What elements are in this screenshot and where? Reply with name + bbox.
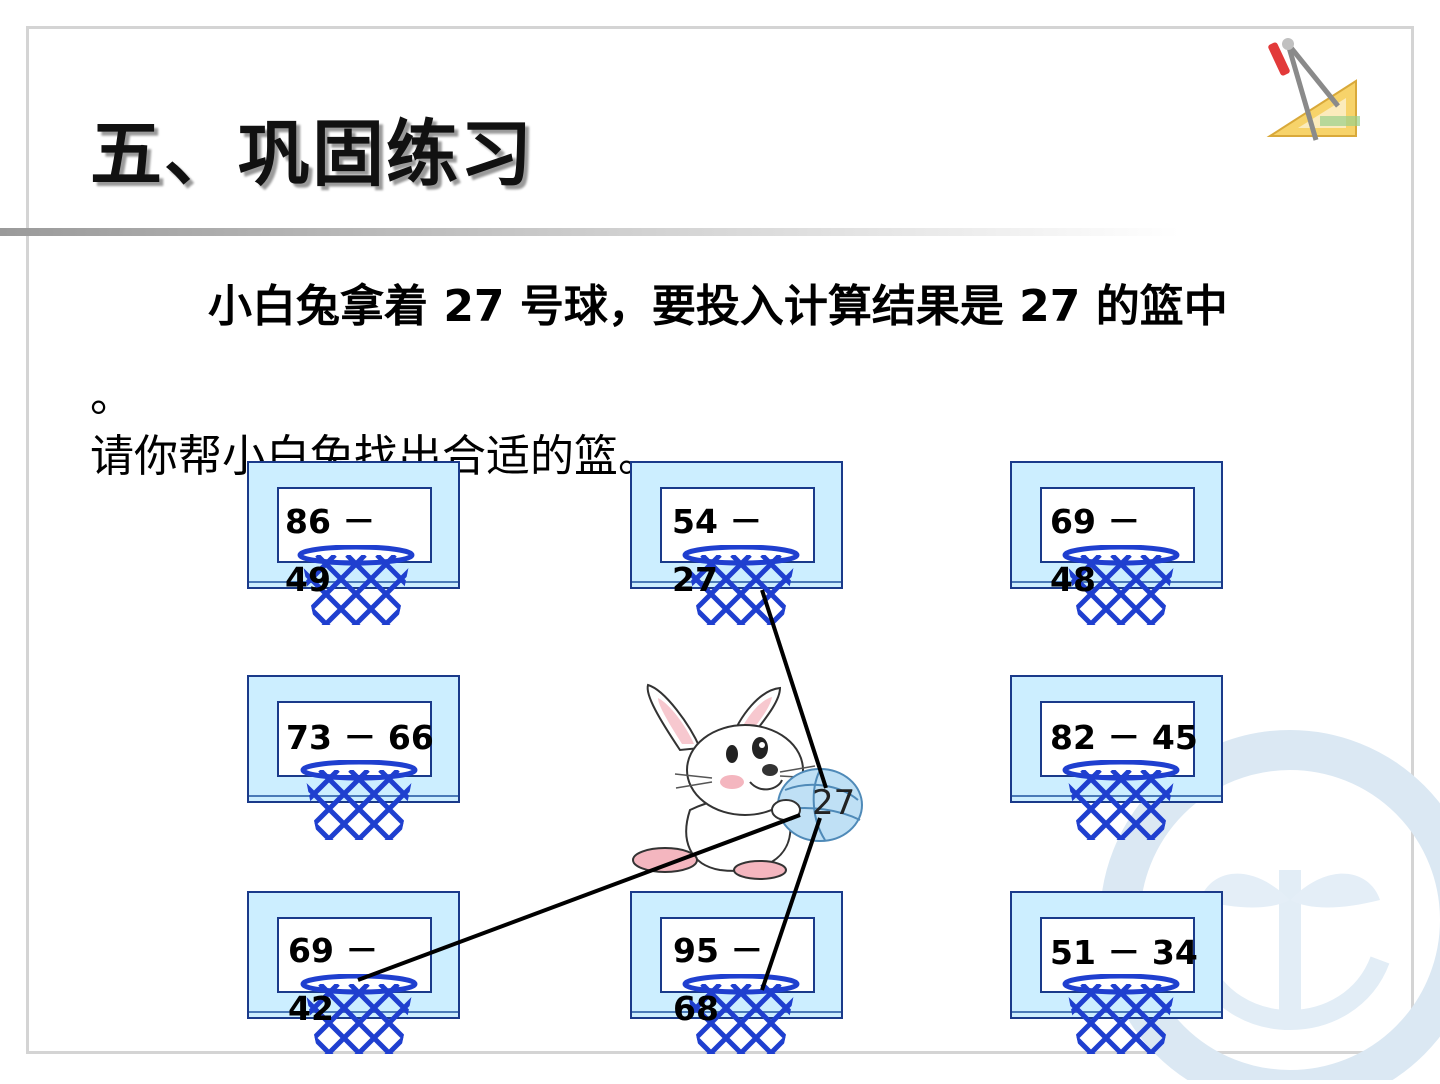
- basket-expression-4: 73 － 66: [286, 718, 434, 757]
- backboard-rim-line: [249, 795, 458, 797]
- basket-expression-1: 86 － 49: [285, 502, 376, 599]
- basketball-hoop-icon: [300, 760, 418, 840]
- drafting-tools-icon: [1258, 36, 1368, 152]
- title-divider: [0, 228, 1180, 236]
- basket-expression-3: 69 － 48: [1050, 502, 1141, 599]
- basket-expression-7: 95 － 68: [673, 931, 764, 1028]
- backboard-rim-line: [632, 1011, 841, 1013]
- rabbit-illustration: [620, 670, 870, 884]
- slide-frame: [26, 26, 1414, 1054]
- backboard-rim-line: [249, 581, 458, 583]
- basket-expression-2: 54 － 27: [672, 502, 763, 599]
- backboard-rim-line: [1012, 795, 1221, 797]
- backboard-rim-line: [1012, 1011, 1221, 1013]
- backboard-rim-line: [632, 581, 841, 583]
- basketball-hoop-icon: [1062, 974, 1180, 1054]
- backboard-rim-line: [249, 1011, 458, 1013]
- problem-line-1: 小白兔拿着 27 号球，要投入计算结果是 27 的篮中: [208, 281, 1228, 332]
- basket-expression-5: 82 － 45: [1050, 718, 1198, 757]
- basketball-hoop-icon: [297, 545, 415, 625]
- basketball-hoop-icon: [1062, 545, 1180, 625]
- basket-expression-8: 51 － 34: [1050, 933, 1198, 972]
- problem-line-period: 。: [90, 371, 134, 422]
- slide-title: 五、巩固练习: [90, 111, 535, 196]
- basket-expression-6: 69 － 42: [288, 931, 379, 1028]
- ball-number: 27: [812, 783, 856, 823]
- backboard-rim-line: [1012, 581, 1221, 583]
- basketball-hoop-icon: [1062, 760, 1180, 840]
